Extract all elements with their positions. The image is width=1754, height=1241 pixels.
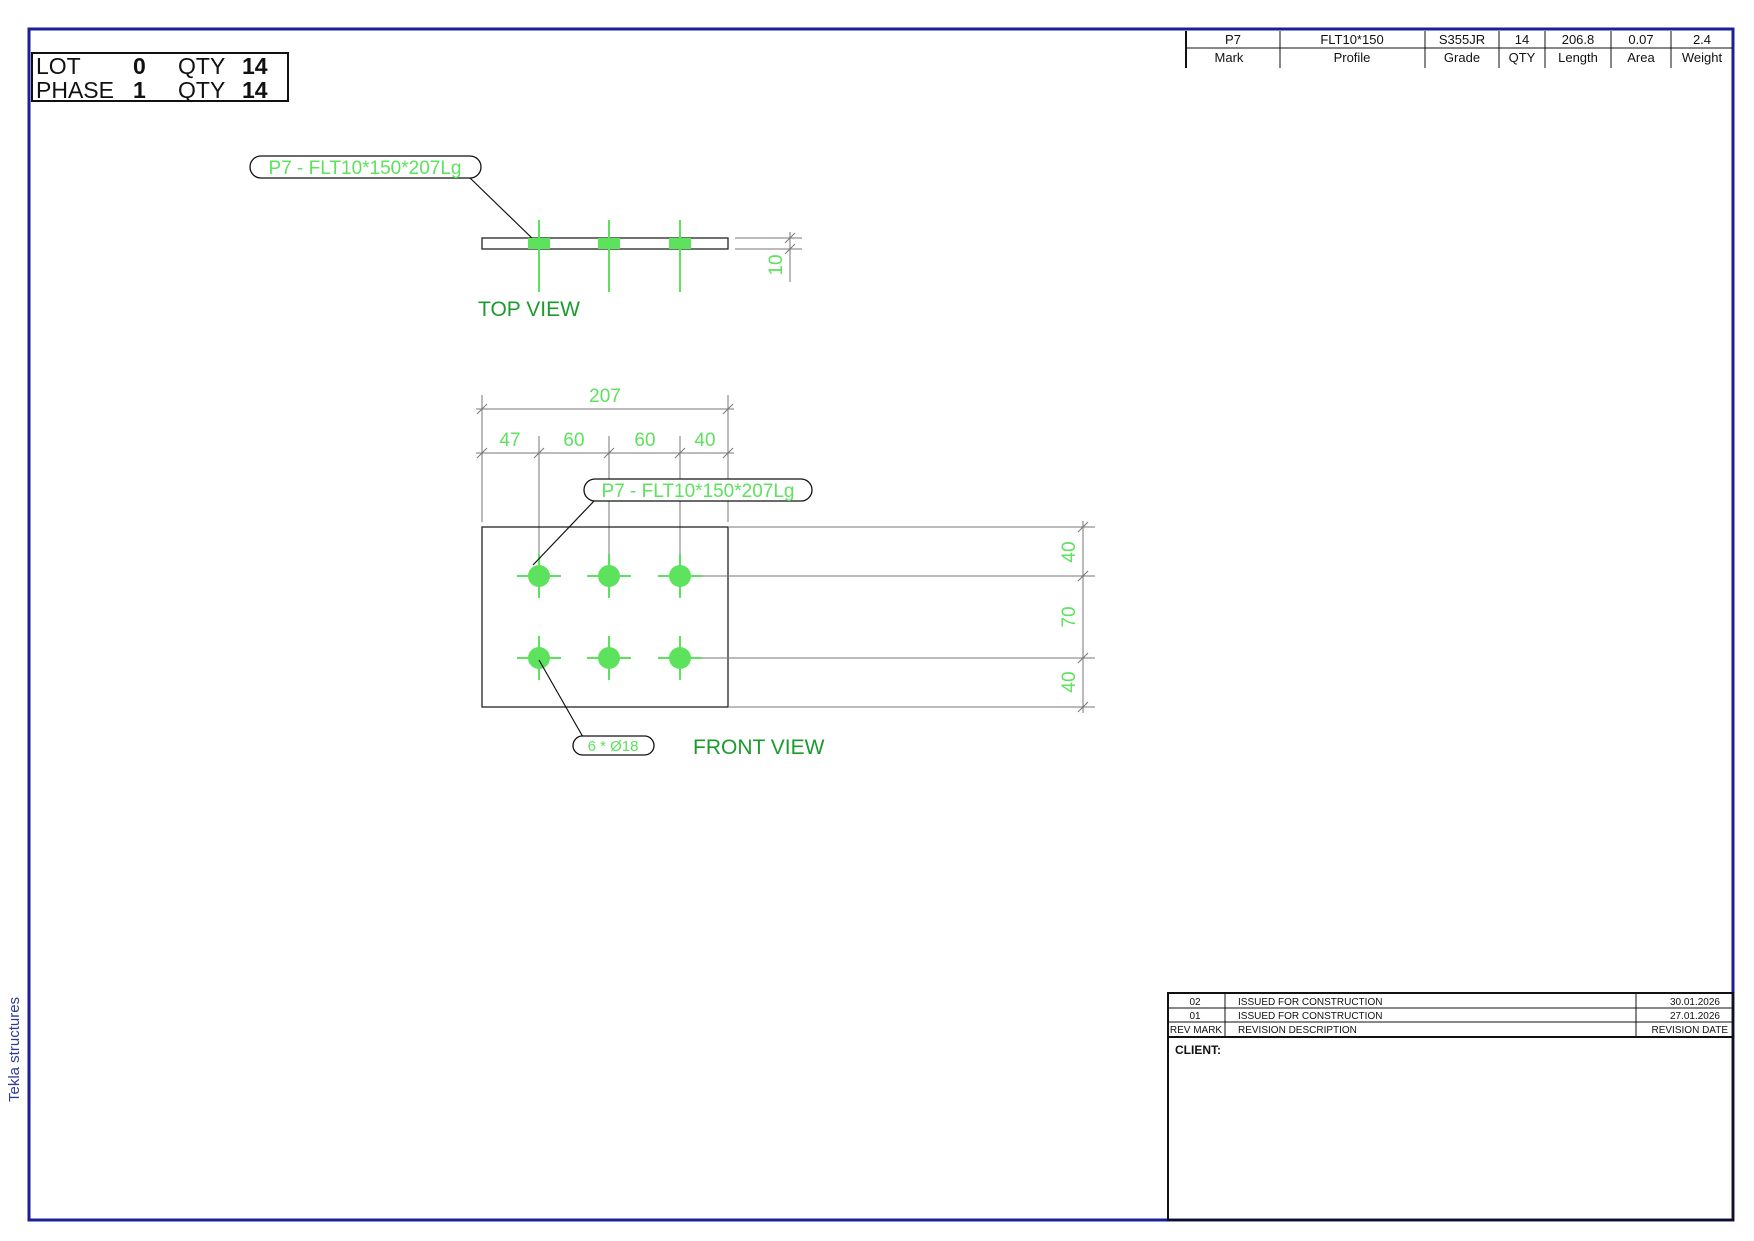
front-view-leader-line — [532, 499, 596, 566]
front-view-plate — [481, 526, 729, 708]
part-table: P7 FLT10*150 S355JR 14 206.8 0.07 2.4 Ma… — [1185, 31, 1733, 68]
phase-value: 1 — [133, 77, 146, 103]
lot-qty-label: QTY — [178, 53, 225, 79]
revision-mark: 01 — [1189, 1011, 1201, 1022]
revision-date: 30.01.2026 — [1670, 997, 1720, 1008]
revision-mark: 02 — [1189, 997, 1201, 1008]
revision-description: ISSUED FOR CONSTRUCTION — [1238, 997, 1382, 1008]
lot-phase-box: LOT 0 QTY 14 PHASE 1 QTY 14 — [31, 52, 289, 103]
lot-box-border — [31, 52, 289, 102]
software-label: Tekla structures — [6, 996, 23, 1102]
phase-qty-value: 14 — [242, 77, 268, 103]
drawing-frame — [27, 27, 1735, 1222]
part-area-value: 0.07 — [1628, 32, 1653, 47]
top-view-bolt — [528, 220, 550, 292]
revision-mark-header: REV MARK — [1170, 1025, 1223, 1036]
overall-length-dimension: 207 — [476, 386, 734, 522]
top-view-leader-line — [469, 177, 536, 242]
phase-label: PHASE — [36, 77, 114, 103]
part-mark-header: Mark — [1215, 50, 1244, 65]
hole-spacing-dimension: 47 60 60 40 — [476, 430, 734, 575]
vertical-spacing-label: 40 — [1059, 541, 1080, 562]
bolt-hole — [587, 554, 631, 598]
top-view: P7 - FLT10*150*207Lg 10 TOP VIEW — [249, 155, 802, 321]
bolt-hole — [658, 554, 702, 598]
hole-tag-leader-line — [538, 659, 584, 738]
vertical-spacing-label: 40 — [1059, 671, 1080, 692]
part-profile-header: Profile — [1334, 50, 1371, 65]
hole-tag: 6 * Ø18 — [588, 738, 639, 755]
front-view-label: FRONT VIEW — [693, 736, 825, 759]
top-view-label: TOP VIEW — [478, 298, 580, 321]
front-view-part-tag: P7 - FLT10*150*207Lg — [602, 481, 795, 502]
part-area-header: Area — [1627, 50, 1655, 65]
vertical-hole-dimension: 40 70 40 — [680, 521, 1095, 713]
lot-qty-value: 14 — [242, 53, 268, 79]
lot-label: LOT — [36, 53, 81, 79]
client-label: CLIENT: — [1175, 1043, 1221, 1057]
part-grade-header: Grade — [1444, 50, 1480, 65]
top-view-thickness-label: 10 — [766, 254, 787, 275]
part-length-header: Length — [1558, 50, 1598, 65]
front-view: 207 47 60 60 40 — [476, 386, 1095, 759]
revision-date-header: REVISION DATE — [1652, 1025, 1729, 1036]
top-view-bolt — [669, 220, 691, 292]
revision-description: ISSUED FOR CONSTRUCTION — [1238, 1011, 1382, 1022]
front-view-part-tag-frame — [583, 478, 813, 502]
hole-spacing-label: 47 — [499, 430, 520, 451]
title-block: 02 ISSUED FOR CONSTRUCTION 30.01.2026 01… — [1167, 992, 1734, 1221]
part-weight-value: 2.4 — [1693, 32, 1711, 47]
title-block-border — [1167, 992, 1734, 1221]
bolt-hole — [658, 636, 702, 680]
hole-tag-frame — [572, 735, 655, 756]
phase-qty-label: QTY — [178, 77, 225, 103]
lot-value: 0 — [133, 53, 146, 79]
revision-description-header: REVISION DESCRIPTION — [1238, 1025, 1357, 1036]
part-qty-value: 14 — [1515, 32, 1529, 47]
overall-length-label: 207 — [589, 386, 621, 407]
part-mark-value: P7 — [1225, 32, 1241, 47]
top-view-thickness-dimension: 10 — [735, 232, 802, 282]
hole-spacing-label: 60 — [634, 430, 655, 451]
part-qty-header: QTY — [1509, 50, 1536, 65]
top-view-bolt — [598, 220, 620, 292]
revision-date: 27.01.2026 — [1670, 1011, 1720, 1022]
hole-spacing-label: 60 — [563, 430, 584, 451]
vertical-spacing-label: 70 — [1059, 606, 1080, 627]
part-length-value: 206.8 — [1562, 32, 1595, 47]
part-profile-value: FLT10*150 — [1320, 32, 1383, 47]
hole-spacing-label: 40 — [694, 430, 715, 451]
bolt-hole — [517, 636, 561, 680]
bolt-hole — [587, 636, 631, 680]
top-view-part-tag-frame — [249, 155, 482, 179]
part-grade-value: S355JR — [1439, 32, 1485, 47]
top-view-part-tag: P7 - FLT10*150*207Lg — [269, 158, 462, 179]
part-weight-header: Weight — [1682, 50, 1723, 65]
bolt-hole — [517, 554, 561, 598]
